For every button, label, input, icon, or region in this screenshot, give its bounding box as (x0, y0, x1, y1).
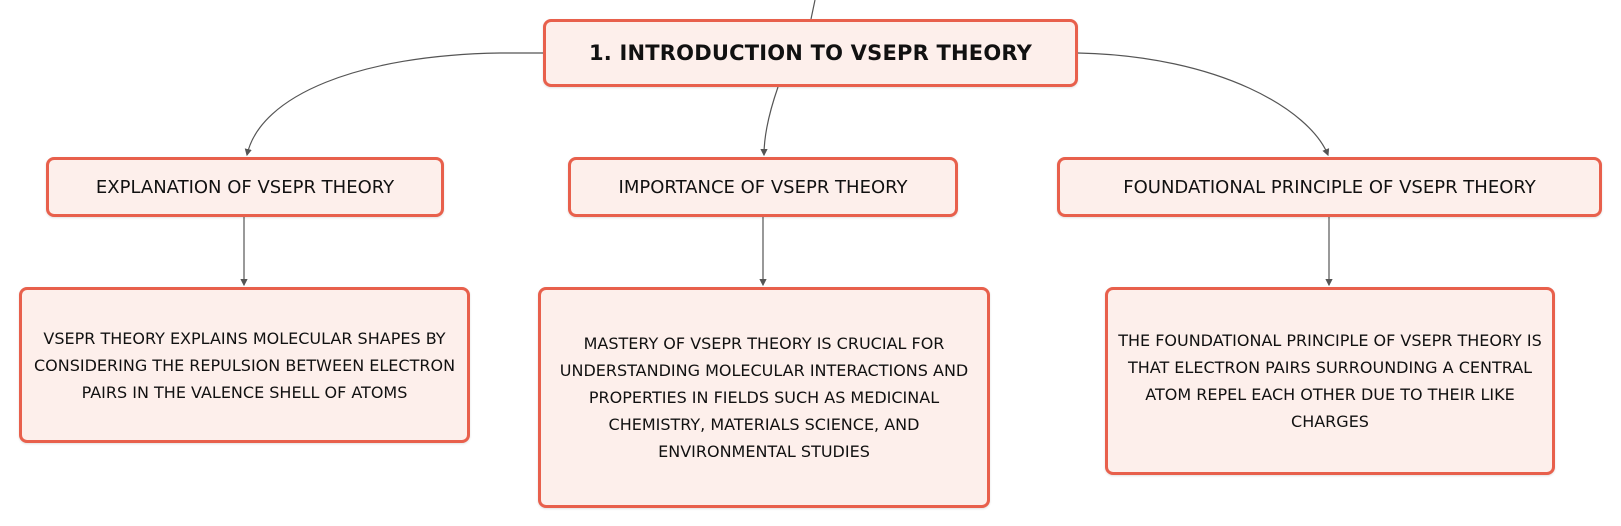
detail-node-text: THE FOUNDATIONAL PRINCIPLE OF VSEPR THEO… (1118, 331, 1542, 431)
detail-node-foundational-principle[interactable]: THE FOUNDATIONAL PRINCIPLE OF VSEPR THEO… (1105, 287, 1555, 475)
detail-node-text: MASTERY OF VSEPR THEORY IS CRUCIAL FOR U… (559, 334, 969, 461)
branch-node-foundational-principle[interactable]: FOUNDATIONAL PRINCIPLE OF VSEPR THEORY (1057, 157, 1602, 217)
connector-root-to-branch-1 (244, 52, 543, 157)
branch-node-explanation[interactable]: EXPLANATION OF VSEPR THEORY (46, 157, 444, 217)
connector-parent-to-root (810, 0, 816, 20)
root-node-label: 1. INTRODUCTION TO VSEPR THEORY (588, 41, 1033, 65)
connector-root-to-branch-2 (760, 86, 779, 157)
branch-node-importance[interactable]: IMPORTANCE OF VSEPR THEORY (568, 157, 958, 217)
branch-node-label: IMPORTANCE OF VSEPR THEORY (618, 176, 908, 198)
branch-node-label: FOUNDATIONAL PRINCIPLE OF VSEPR THEORY (1123, 176, 1536, 198)
detail-node-text: VSEPR THEORY EXPLAINS MOLECULAR SHAPES B… (33, 328, 456, 402)
detail-node-importance[interactable]: MASTERY OF VSEPR THEORY IS CRUCIAL FOR U… (538, 287, 990, 508)
detail-node-explanation[interactable]: VSEPR THEORY EXPLAINS MOLECULAR SHAPES B… (19, 287, 470, 443)
connector-root-to-branch-3 (1077, 52, 1330, 157)
branch-node-label: EXPLANATION OF VSEPR THEORY (95, 176, 395, 198)
root-node-introduction[interactable]: 1. INTRODUCTION TO VSEPR THEORY (543, 19, 1078, 87)
